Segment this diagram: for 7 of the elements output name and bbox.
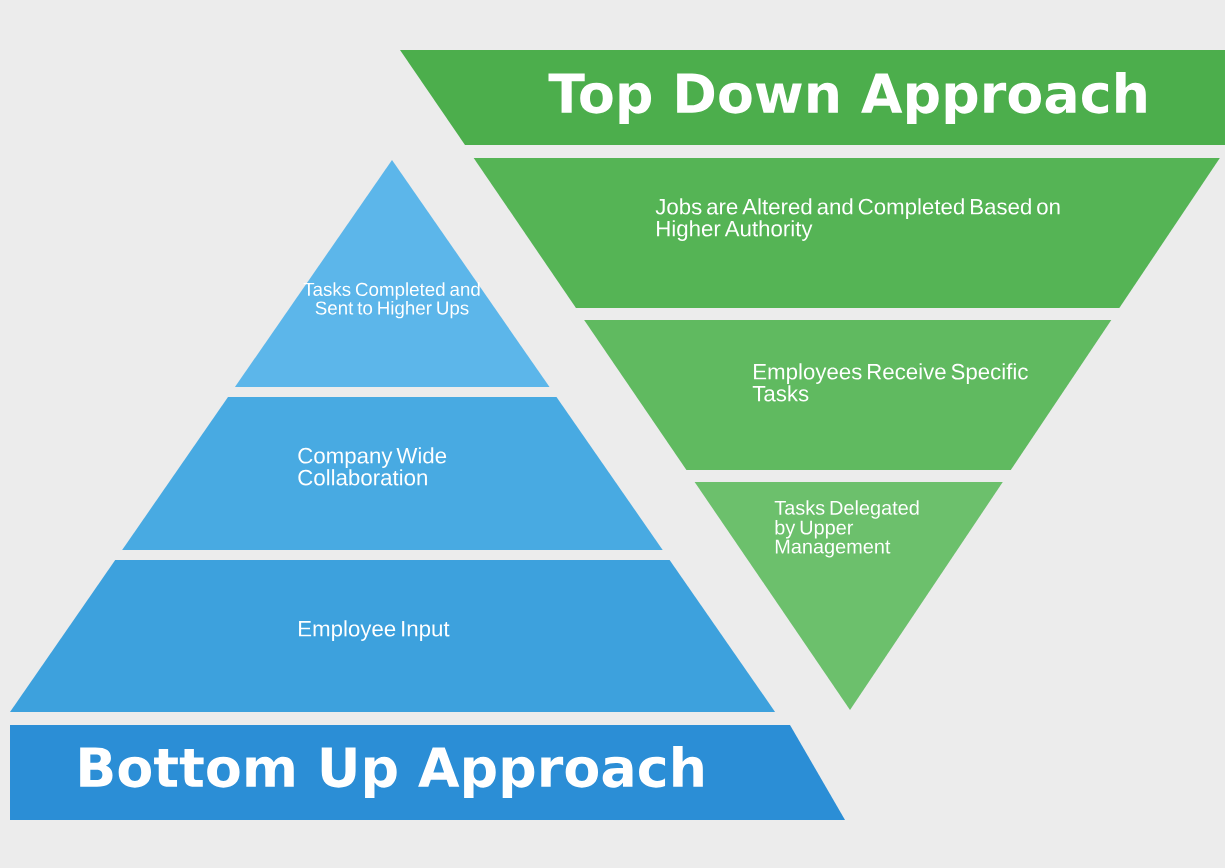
pyramid-layer: Tasks Completed and Sent to Higher Ups [234, 160, 550, 387]
pyramid-layer: Employee Input [10, 560, 776, 712]
pyramid-layer: Company Wide Collaboration [122, 397, 663, 550]
pyramid-layer: Employees Receive Specific Tasks [584, 320, 1112, 470]
title-banner: Bottom Up Approach [10, 725, 845, 820]
pyramid-layer: Tasks Delegated by Upper Management [694, 482, 1003, 710]
title-banner: Top Down Approach [400, 50, 1225, 145]
